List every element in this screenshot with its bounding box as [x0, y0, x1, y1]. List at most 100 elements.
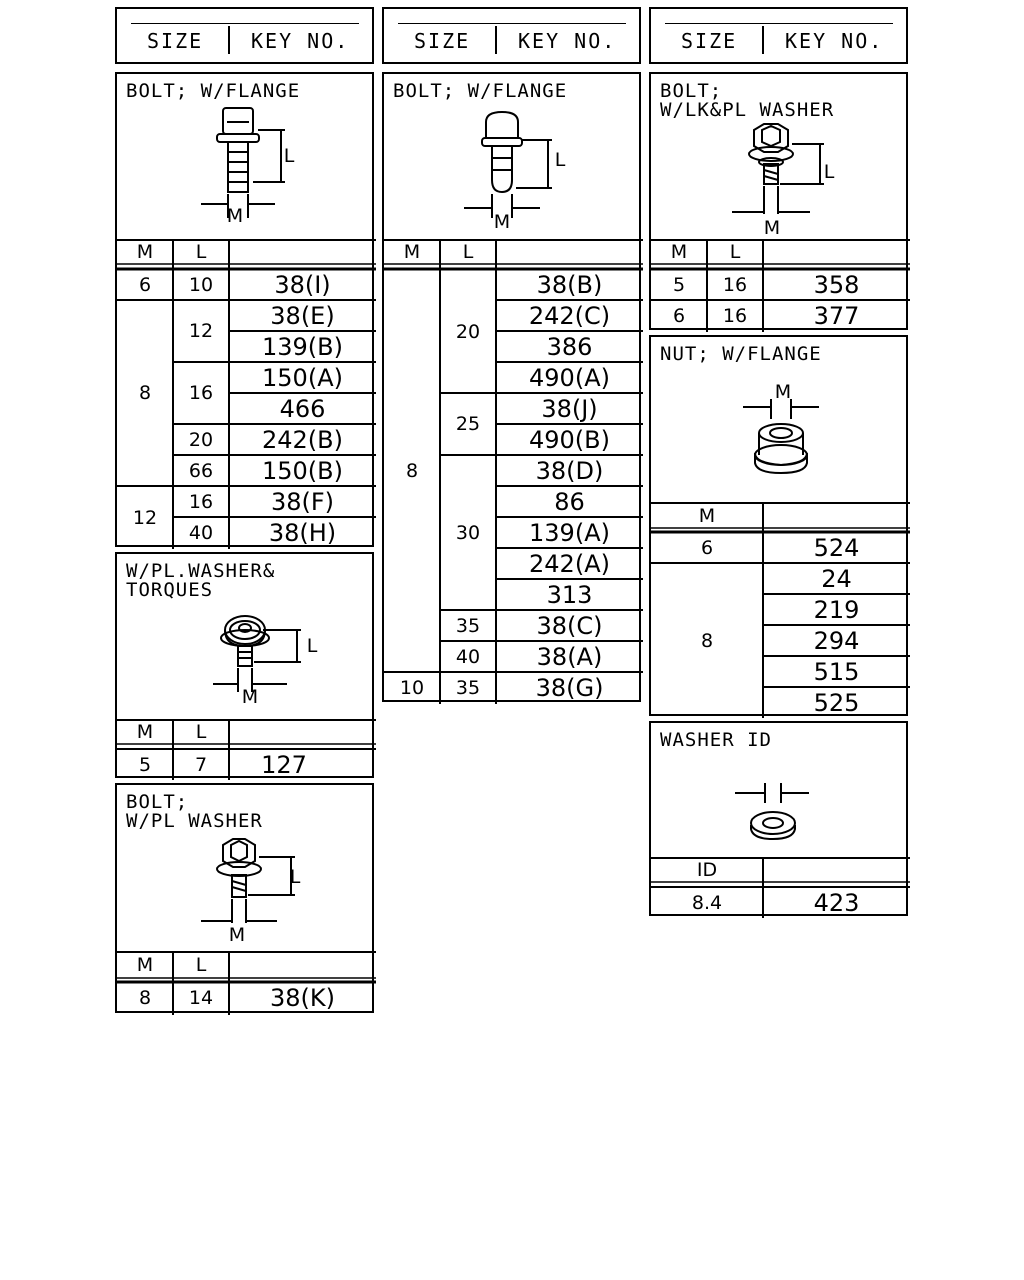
- size-m: 8: [138, 382, 152, 404]
- size-l: 66: [188, 459, 214, 482]
- size-l: 14: [188, 987, 214, 1009]
- key-number: 490(B): [529, 425, 610, 454]
- size-m: 5: [672, 274, 686, 296]
- size-l: 20: [455, 320, 481, 343]
- size-m: 8: [700, 629, 714, 652]
- bolt-pl-washer-table: BOLT; W/PL WASHER L M M L 8 14 38(K): [115, 783, 376, 1015]
- size-l: 16: [188, 382, 214, 404]
- size-l: 40: [455, 645, 481, 668]
- washer-drawing: [735, 783, 809, 841]
- col-header-l: L: [195, 721, 207, 743]
- key-number: 242(B): [262, 425, 343, 454]
- size-id: 8.4: [691, 892, 723, 914]
- key-number: 242(A): [529, 549, 610, 578]
- nut-flange-table: NUT; W/FLANGE M M 6 524 8 24 219 294: [649, 335, 910, 718]
- table-grid: [117, 239, 376, 549]
- size-l: 10: [188, 274, 214, 296]
- header-rule: [398, 23, 626, 24]
- key-number: 377: [813, 302, 860, 330]
- key-number: 358: [813, 271, 860, 299]
- key-number: 524: [813, 534, 860, 562]
- key-number: 38(J): [541, 394, 598, 423]
- key-number: 150(B): [262, 456, 343, 485]
- key-number: 219: [813, 595, 860, 624]
- col-header-m: M: [136, 721, 154, 743]
- header-key-label: KEY NO.: [251, 29, 350, 53]
- key-number: 38(D): [535, 456, 604, 485]
- key-number: 86: [554, 487, 585, 516]
- lk-pl-washer-bolt-drawing: [732, 123, 824, 214]
- dimension-l-label: L: [289, 866, 301, 888]
- col-header-l: L: [462, 241, 474, 263]
- section-title: BOLT; W/FLANGE: [126, 80, 301, 102]
- key-number: 386: [546, 332, 593, 361]
- torques-bolt-drawing: [213, 615, 301, 692]
- key-number: 423: [813, 889, 860, 917]
- dimension-m-label: M: [226, 205, 244, 227]
- table-grid: [117, 951, 376, 1015]
- dimension-l-label: L: [554, 149, 566, 171]
- key-number: 38(I): [274, 271, 331, 299]
- header-box-2: SIZE KEY NO.: [382, 7, 641, 64]
- size-l: 16: [722, 305, 748, 327]
- key-number: 38(A): [536, 642, 603, 671]
- section-title-line2: W/PL WASHER: [126, 810, 263, 832]
- size-m: 12: [132, 506, 158, 529]
- header-rule: [131, 23, 359, 24]
- size-m: 8: [138, 987, 152, 1009]
- key-number: 466: [279, 394, 326, 423]
- key-number: 24: [821, 564, 852, 593]
- key-number: 139(B): [262, 332, 343, 361]
- bolt-lk-pl-washer-table: BOLT; W/LK&PL WASHER L M M L 5 16 358: [649, 72, 910, 332]
- size-l: 40: [188, 522, 214, 544]
- key-number: 294: [813, 626, 860, 655]
- dimension-l-label: L: [306, 635, 318, 657]
- dimension-m-label: M: [774, 381, 792, 403]
- size-l: 7: [194, 754, 208, 776]
- key-number: 127: [261, 751, 307, 779]
- dimension-m-label: M: [493, 211, 511, 233]
- col-header-m: M: [403, 241, 421, 263]
- washer-table: WASHER ID ID 8.4 423: [649, 721, 910, 918]
- section-title-line2: TORQUES: [126, 579, 214, 601]
- size-m: 6: [138, 274, 152, 296]
- section-title-line1: W/PL.WASHER&: [126, 560, 276, 582]
- section-title-line1: BOLT;: [126, 791, 189, 813]
- key-number: 38(F): [270, 487, 335, 516]
- key-number: 38(E): [270, 301, 335, 330]
- header-size-label: SIZE: [147, 29, 204, 53]
- key-number: 150(A): [262, 363, 343, 392]
- size-l: 30: [455, 521, 481, 544]
- key-number: 525: [813, 688, 860, 717]
- size-l: 20: [188, 428, 214, 451]
- dimension-m-label: M: [763, 217, 781, 239]
- table-grid: [651, 239, 910, 332]
- header-divider: [762, 26, 764, 54]
- dimension-m-label: M: [241, 686, 259, 708]
- col-header-m: M: [670, 241, 688, 263]
- table-grid: [384, 239, 643, 704]
- header-size-label: SIZE: [681, 29, 738, 53]
- key-number: 515: [813, 657, 860, 686]
- size-m: 10: [399, 677, 425, 699]
- key-number: 38(H): [268, 519, 337, 547]
- torques-washer-table: W/PL.WASHER& TORQUES L M M L 5 7 127: [115, 552, 376, 780]
- table-grid: [651, 502, 910, 718]
- flange-nut-drawing: [743, 399, 819, 475]
- size-l: 25: [455, 413, 481, 435]
- key-number: 38(G): [535, 674, 604, 702]
- dimension-l-label: L: [283, 145, 295, 167]
- size-m: 5: [138, 754, 152, 776]
- section-title-line1: BOLT;: [660, 80, 723, 102]
- table-grid: [117, 719, 376, 780]
- section-title: BOLT; W/FLANGE: [393, 80, 568, 102]
- size-l: 16: [722, 274, 748, 296]
- flange-bolt-drawing: [201, 107, 285, 218]
- header-key-label: KEY NO.: [518, 29, 617, 53]
- header-divider: [228, 26, 230, 54]
- header-box-1: SIZE KEY NO.: [115, 7, 374, 64]
- header-box-3: SIZE KEY NO.: [649, 7, 908, 64]
- dimension-m-label: M: [228, 924, 246, 946]
- section-title: NUT; W/FLANGE: [660, 343, 822, 365]
- key-number: 242(C): [528, 301, 611, 330]
